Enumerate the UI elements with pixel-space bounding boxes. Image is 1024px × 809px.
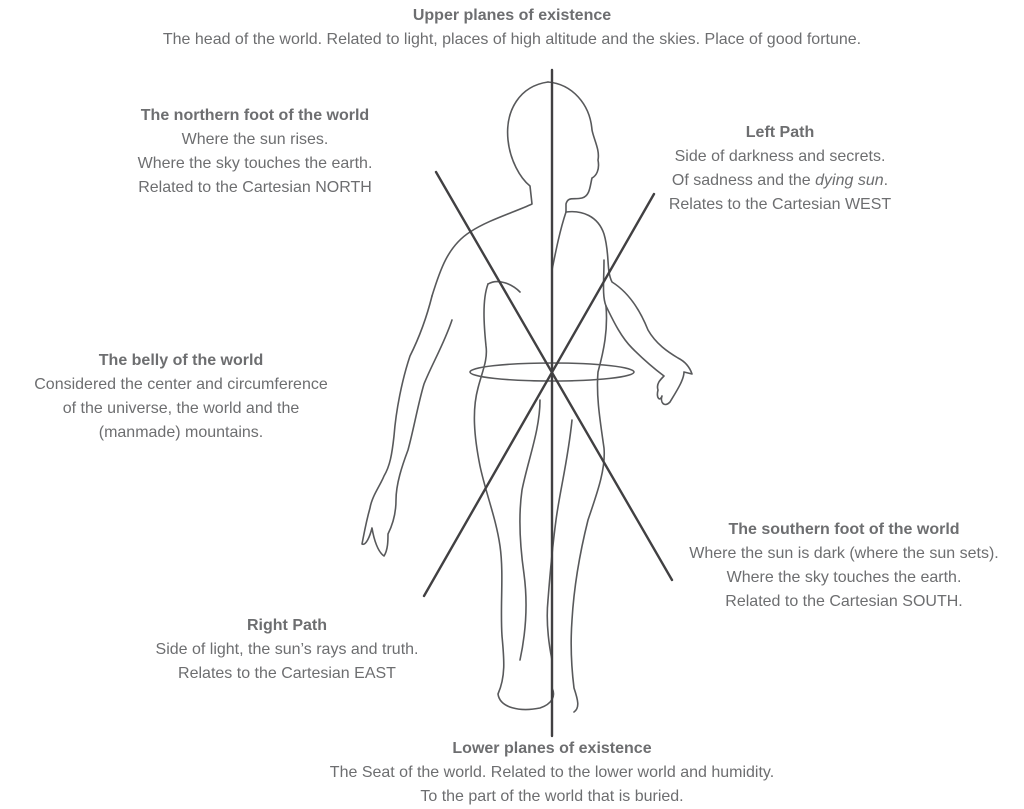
left-path-line-3: Relates to the Cartesian WEST bbox=[660, 193, 900, 217]
lower-planes-label: Lower planes of existence The Seat of th… bbox=[250, 737, 854, 809]
belly-title: The belly of the world bbox=[0, 349, 362, 373]
lower-planes-line-1: The Seat of the world. Related to the lo… bbox=[250, 761, 854, 785]
right-path-line-2: Relates to the Cartesian EAST bbox=[130, 662, 444, 686]
right-path-line-1: Side of light, the sun’s rays and truth. bbox=[130, 638, 444, 662]
southern-foot-title: The southern foot of the world bbox=[664, 518, 1024, 542]
northern-foot-label: The northern foot of the world Where the… bbox=[100, 104, 410, 200]
face-outline bbox=[548, 82, 599, 212]
lower-planes-line-2: To the part of the world that is buried. bbox=[250, 785, 854, 809]
right-torso-line bbox=[571, 306, 606, 712]
left-path-label: Left Path Side of darkness and secrets. … bbox=[660, 121, 900, 217]
diagonal-axis-north-south bbox=[436, 172, 672, 580]
diagonal-axis-west-east bbox=[424, 194, 654, 596]
upper-planes-title: Upper planes of existence bbox=[0, 4, 1024, 28]
left-path-dying-sun: dying sun bbox=[815, 172, 884, 189]
northern-foot-title: The northern foot of the world bbox=[100, 104, 410, 128]
upper-planes-label: Upper planes of existence The head of th… bbox=[0, 4, 1024, 52]
northern-foot-line-3: Related to the Cartesian NORTH bbox=[100, 176, 410, 200]
left-path-line-2a: Of sadness and the bbox=[672, 172, 815, 189]
left-path-title: Left Path bbox=[660, 121, 900, 145]
upper-planes-desc: The head of the world. Related to light,… bbox=[0, 28, 1024, 52]
southern-foot-line-3: Related to the Cartesian SOUTH. bbox=[664, 590, 1024, 614]
belly-line-3: (manmade) mountains. bbox=[0, 421, 362, 445]
left-torso-line bbox=[474, 284, 553, 709]
northern-foot-line-2: Where the sky touches the earth. bbox=[100, 152, 410, 176]
left-arm-outline bbox=[362, 296, 452, 556]
right-path-title: Right Path bbox=[130, 614, 444, 638]
left-path-line-2: Of sadness and the dying sun. bbox=[660, 169, 900, 193]
southern-foot-label: The southern foot of the world Where the… bbox=[664, 518, 1024, 614]
northern-foot-line-1: Where the sun rises. bbox=[100, 128, 410, 152]
left-path-line-2c: . bbox=[884, 172, 888, 189]
inner-leg-lines bbox=[520, 400, 572, 660]
southern-foot-line-1: Where the sun is dark (where the sun set… bbox=[664, 542, 1024, 566]
lower-planes-title: Lower planes of existence bbox=[250, 737, 854, 761]
southern-foot-line-2: Where the sky touches the earth. bbox=[664, 566, 1024, 590]
left-path-line-1: Side of darkness and secrets. bbox=[660, 145, 900, 169]
belly-line-1: Considered the center and circumference bbox=[0, 373, 362, 397]
right-path-label: Right Path Side of light, the sun’s rays… bbox=[130, 614, 444, 686]
belly-label: The belly of the world Considered the ce… bbox=[0, 349, 362, 445]
belly-line-2: of the universe, the world and the bbox=[0, 397, 362, 421]
